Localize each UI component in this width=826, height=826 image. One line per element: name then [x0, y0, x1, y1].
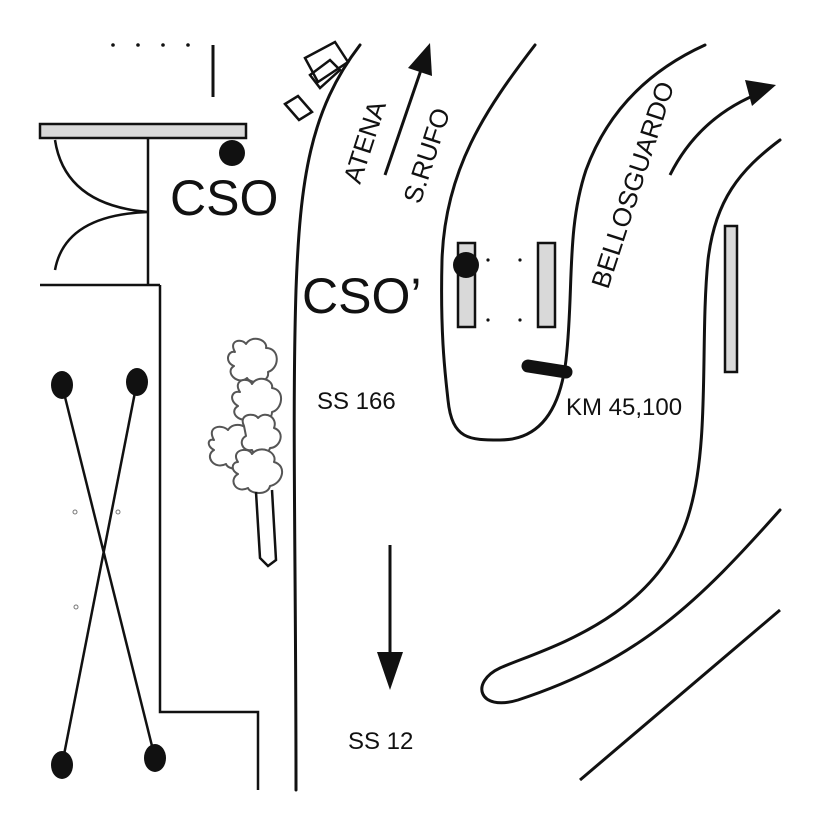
dotted-link — [486, 258, 522, 322]
gate-doors — [40, 138, 160, 287]
canopy-bar — [38, 122, 248, 140]
building-outline — [158, 285, 260, 790]
ss166-label: SS 166 — [317, 388, 396, 415]
pole-marker — [144, 744, 166, 772]
pole-marker — [51, 371, 73, 399]
km-marker-bar — [521, 359, 573, 379]
srufo-label: S.RUFO — [397, 104, 456, 207]
pole-marker — [126, 368, 148, 396]
road-edge — [440, 43, 707, 442]
bellosguardo-label: BELLOSGUARDO — [585, 78, 680, 292]
cso-prime-label: CSO’ — [302, 268, 421, 324]
cso-prime-marker — [453, 252, 479, 278]
cso-marker — [219, 140, 245, 166]
pole-marker — [51, 751, 73, 779]
barrier-bar — [536, 241, 557, 329]
barrier-bar — [723, 224, 739, 374]
small-structures — [283, 40, 350, 122]
cso-label: CSO — [170, 170, 278, 226]
road-edge — [480, 138, 782, 705]
km-label: KM 45,100 — [566, 394, 682, 421]
arrow-down-icon — [377, 545, 403, 690]
atena-label: ATENA — [337, 96, 392, 187]
tree-icon — [207, 337, 284, 568]
road-edge — [579, 608, 781, 782]
curved-arrow-icon — [668, 80, 776, 176]
road-edge — [292, 43, 362, 792]
ss12-label: SS 12 — [348, 728, 413, 755]
arrow-up-icon — [383, 43, 432, 176]
fence-dots — [111, 43, 190, 47]
crossed-cables — [51, 368, 166, 779]
